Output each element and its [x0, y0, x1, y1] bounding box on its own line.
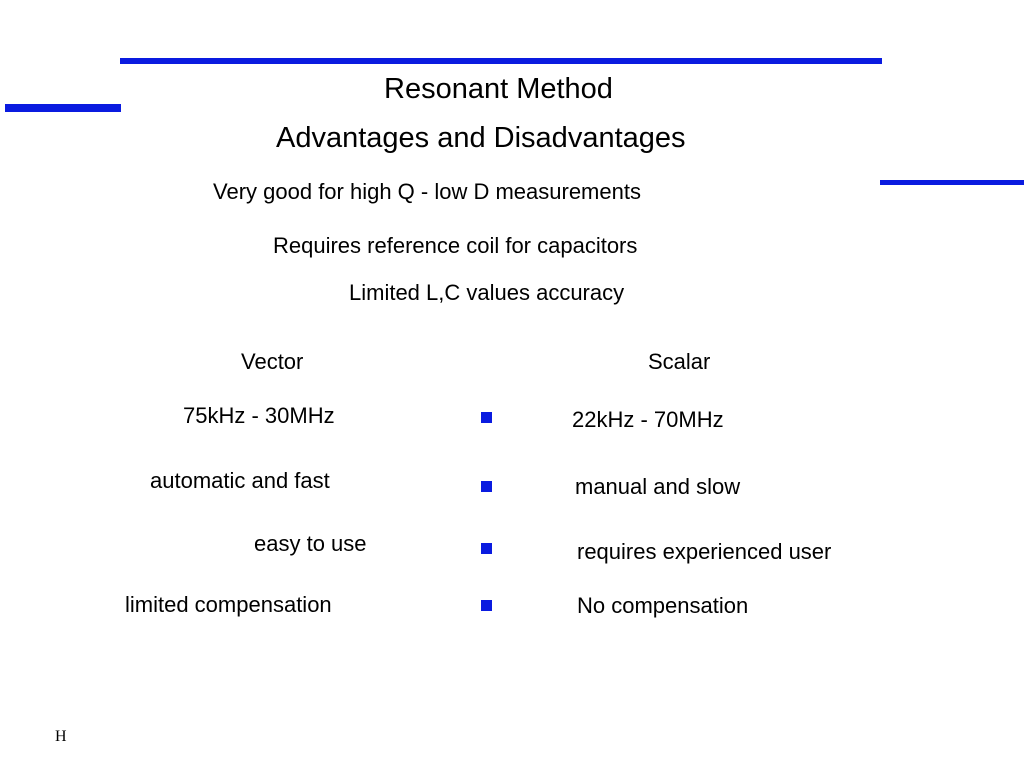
scalar-item: No compensation [577, 593, 749, 618]
square-bullet-icon [481, 481, 492, 492]
vector-item: easy to use [254, 531, 367, 556]
point-high-q: Very good for high Q - low D measurement… [213, 179, 641, 204]
square-bullet-icon [481, 600, 492, 611]
scalar-item: requires experienced user [577, 539, 832, 564]
footer-mark: H [55, 728, 67, 745]
scalar-item: manual and slow [575, 474, 741, 499]
slide-title: Resonant Method [384, 73, 613, 105]
slide-subtitle: Advantages and Disadvantages [276, 122, 686, 154]
vector-item: automatic and fast [150, 468, 330, 493]
square-bullet-icon [481, 412, 492, 423]
top-accent-bar [120, 58, 882, 64]
scalar-item: 22kHz - 70MHz [572, 407, 724, 432]
right-accent-bar [880, 180, 1024, 185]
square-bullet-icon [481, 543, 492, 554]
left-accent-bar [5, 104, 121, 112]
point-limited-accuracy: Limited L,C values accuracy [349, 280, 625, 305]
vector-item: limited compensation [125, 592, 332, 617]
scalar-column-header: Scalar [648, 349, 711, 374]
point-reference-coil: Requires reference coil for capacitors [273, 233, 638, 258]
vector-column-header: Vector [241, 349, 304, 374]
vector-item: 75kHz - 30MHz [183, 403, 335, 428]
